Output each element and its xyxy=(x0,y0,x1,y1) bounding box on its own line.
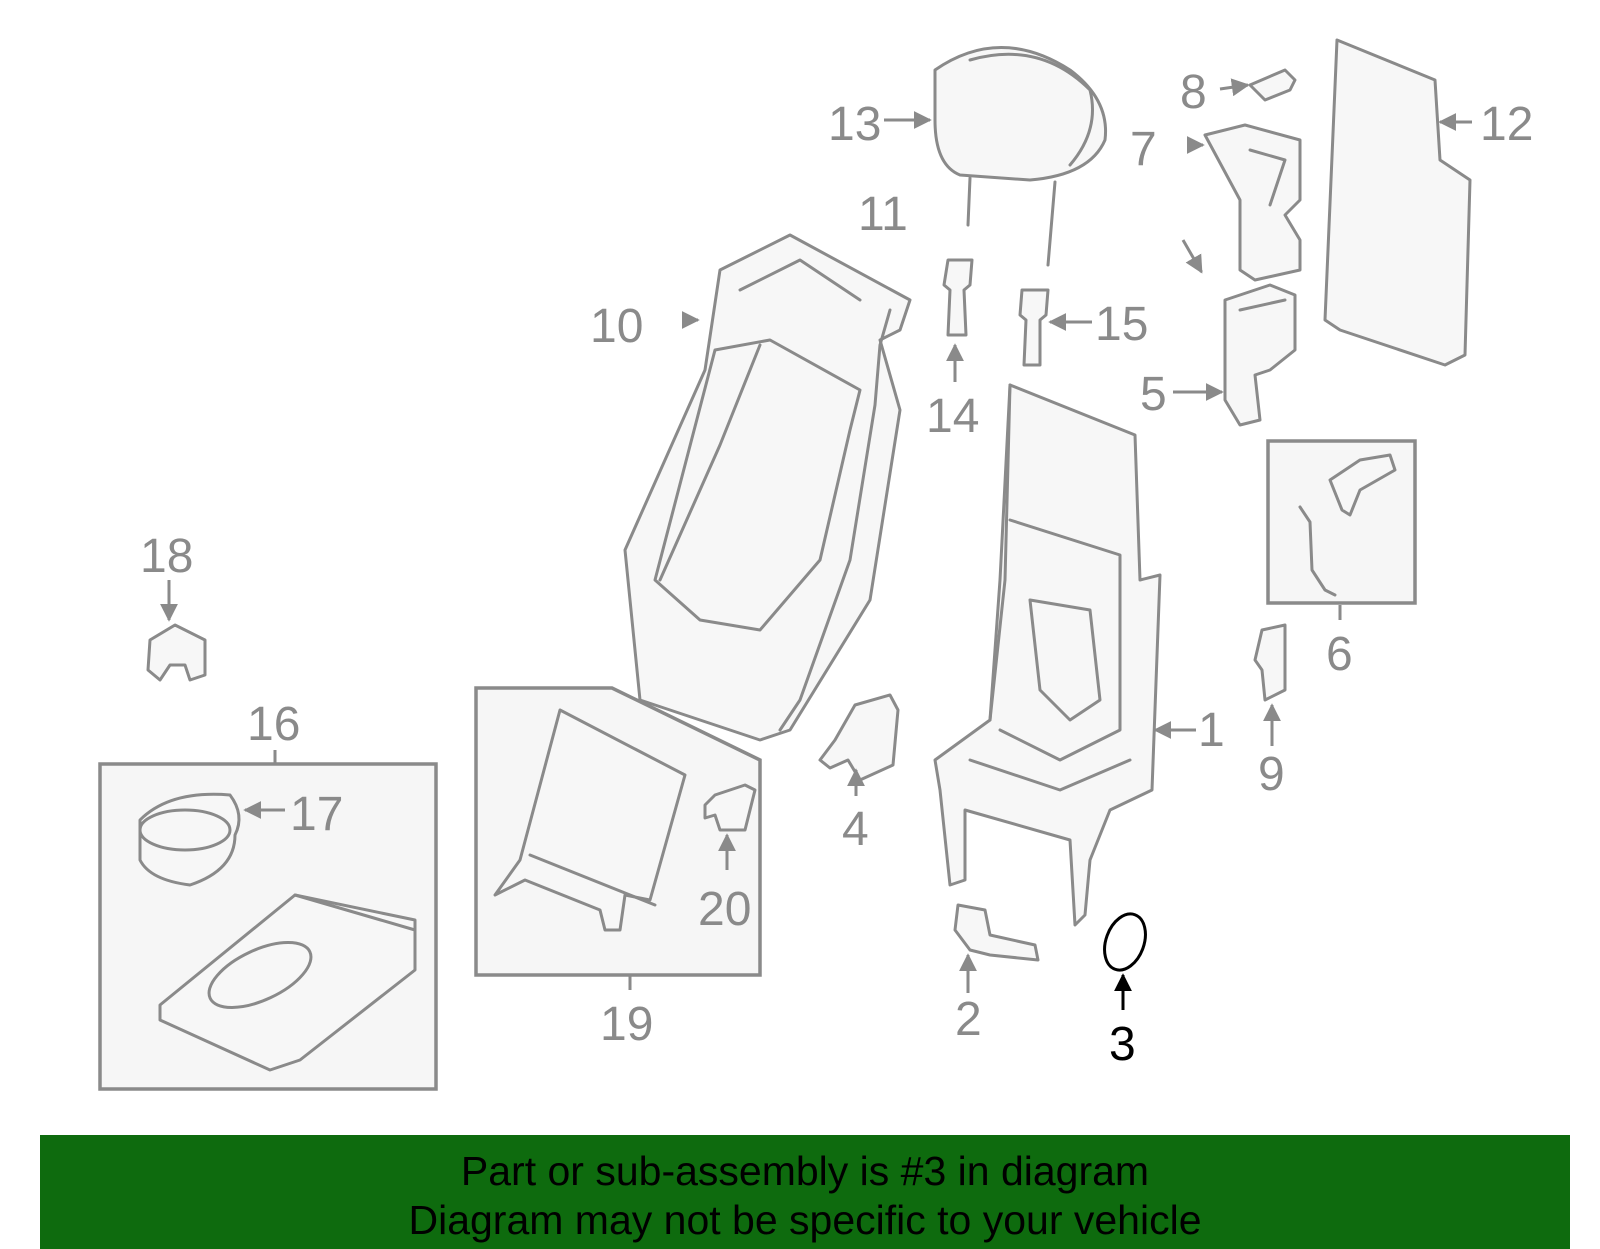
part-15-guide[interactable] xyxy=(1018,288,1050,367)
part-5-latch[interactable] xyxy=(1223,283,1297,427)
callout-14: 14 xyxy=(926,390,979,443)
callout-17: 17 xyxy=(290,788,343,841)
callout-20: 20 xyxy=(698,883,751,936)
callout-9: 9 xyxy=(1258,748,1285,801)
callout-1: 1 xyxy=(1198,704,1225,757)
notice-line-1: Part or sub-assembly is #3 in diagram xyxy=(460,1148,1150,1194)
callout-8: 8 xyxy=(1180,66,1207,119)
part-10-backrest[interactable] xyxy=(623,233,912,742)
notice-banner: Part or sub-assembly is #3 in diagram Di… xyxy=(40,1135,1570,1249)
part-9-hinge[interactable] xyxy=(1253,623,1287,702)
callout-12: 12 xyxy=(1480,98,1533,151)
part-6-assembly[interactable] xyxy=(1266,439,1417,605)
callout-13: 13 xyxy=(828,98,881,151)
part-14-guide[interactable] xyxy=(942,258,974,337)
part-18-clip[interactable] xyxy=(146,623,207,682)
callout-15: 15 xyxy=(1095,298,1148,351)
callout-4: 4 xyxy=(842,803,869,856)
callout-16: 16 xyxy=(247,698,300,751)
part-1-frame[interactable] xyxy=(933,383,1162,927)
part-12-panel[interactable] xyxy=(1323,38,1472,367)
callout-5: 5 xyxy=(1140,368,1167,421)
callout-10: 10 xyxy=(590,300,643,353)
callouts: 1 2 3 4 5 6 7 8 9 10 11 12 13 14 15 16 1… xyxy=(140,66,1533,1071)
part-8-clip[interactable] xyxy=(1248,68,1297,102)
part-7-bracket[interactable] xyxy=(1203,123,1302,282)
callout-19: 19 xyxy=(600,998,653,1051)
callout-18: 18 xyxy=(140,530,193,583)
notice-line-2: Diagram may not be specific to your vehi… xyxy=(408,1197,1202,1243)
callout-3: 3 xyxy=(1109,1018,1136,1071)
part-19-panel-assembly[interactable] xyxy=(474,686,762,977)
part-3-ring[interactable] xyxy=(1097,908,1153,975)
callout-11: 11 xyxy=(858,188,908,241)
callout-2: 2 xyxy=(955,993,982,1046)
part-16-armrest-assembly[interactable] xyxy=(98,762,438,1091)
part-4-trim[interactable] xyxy=(818,693,900,782)
part-13-headrest[interactable] xyxy=(933,46,1108,267)
part-2-bolt[interactable] xyxy=(953,903,1040,962)
leader-lines xyxy=(160,78,1472,1010)
part-20-clip[interactable] xyxy=(703,783,757,832)
callout-7: 7 xyxy=(1130,123,1157,176)
callout-6: 6 xyxy=(1326,628,1353,681)
